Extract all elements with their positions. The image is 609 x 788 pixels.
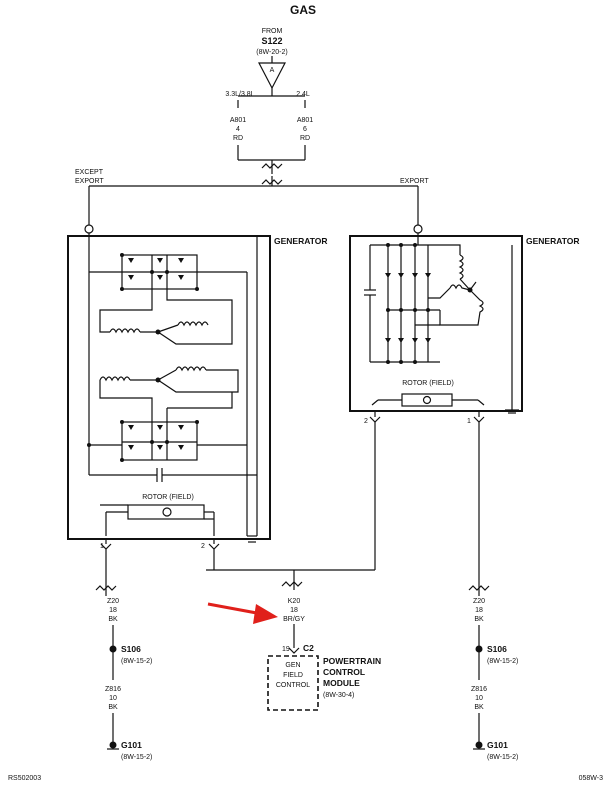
- left-circuit-label: A801: [230, 117, 246, 124]
- pcm-box-line1: GEN: [285, 662, 300, 669]
- field-gauge-label: 18: [290, 607, 298, 614]
- left-gauge-label: 4: [236, 126, 240, 133]
- right-generator-label: GENERATOR: [526, 236, 580, 246]
- connector-a-letter: A: [270, 67, 275, 74]
- except-export-line1: EXCEPT: [75, 169, 104, 176]
- splice-s122-label: S122: [261, 36, 282, 46]
- left-splice-s106: S106: [121, 644, 141, 654]
- right-ground-color2: BK: [474, 704, 484, 711]
- left-ground-circuit2: Z816: [105, 686, 121, 693]
- red-pointer-arrow: [207, 602, 278, 624]
- right-ground-ref: (8W-15-2): [487, 754, 518, 761]
- left-color-label: RD: [233, 135, 243, 142]
- right-ground-gauge2: 10: [475, 695, 483, 702]
- right-ground-gauge: 18: [475, 607, 483, 614]
- left-ground-color2: BK: [108, 704, 118, 711]
- field-color-label: BR/GY: [283, 616, 305, 623]
- export-label: EXPORT: [400, 178, 429, 185]
- right-generator: GENERATOR ROTOR (FIELD): [349, 233, 580, 414]
- right-circuit-label: A801: [297, 117, 313, 124]
- left-ground-circuit: Z20: [107, 598, 119, 605]
- left-ground-g101: G101: [121, 740, 142, 750]
- pcm-name-line1: POWERTRAIN: [323, 656, 381, 666]
- diagram-title: GAS: [290, 3, 316, 17]
- left-ground-color: BK: [108, 616, 118, 623]
- left-ground-gauge2: 10: [109, 695, 117, 702]
- right-ground-color: BK: [474, 616, 484, 623]
- connector-a-symbol: [258, 62, 286, 90]
- pcm-name-line2: CONTROL: [323, 667, 365, 677]
- except-export-line2: EXPORT: [75, 178, 104, 185]
- right-ground-circuit: Z20: [473, 598, 485, 605]
- right-color-label: RD: [300, 135, 310, 142]
- gen-field-control-box: [267, 655, 319, 711]
- right-splice-ref: (8W-15-2): [487, 658, 518, 665]
- right-ground-g101: G101: [487, 740, 508, 750]
- left-generator: GENERATOR: [67, 233, 328, 543]
- left-branch-engine: 3.3L/3.8L: [225, 91, 254, 98]
- pcm-pin-label: 19: [282, 646, 290, 653]
- field-circuit-label: K20: [288, 598, 301, 605]
- from-label: FROM: [262, 28, 283, 35]
- left-splice-ref: (8W-15-2): [121, 658, 152, 665]
- right-rotor-label: ROTOR (FIELD): [402, 380, 454, 387]
- left-generator-label: GENERATOR: [274, 236, 328, 246]
- right-branch-engine: 2.4L: [296, 91, 310, 98]
- right-gauge-label: 6: [303, 126, 307, 133]
- left-gen-pin1: 1: [100, 543, 104, 550]
- footer-left-code: RS502003: [8, 775, 41, 782]
- pcm-box-line3: CONTROL: [276, 682, 310, 689]
- pcm-box-line2: FIELD: [283, 672, 303, 679]
- pcm-ref: (8W-30-4): [323, 692, 354, 699]
- pcm-connector-label: C2: [303, 643, 314, 653]
- right-gen-pin1: 1: [467, 418, 471, 425]
- right-gen-pin2: 2: [364, 418, 368, 425]
- right-splice-s106: S106: [487, 644, 507, 654]
- left-rotor-label: ROTOR (FIELD): [142, 494, 194, 501]
- pcm-name-line3: MODULE: [323, 678, 360, 688]
- left-ground-ref: (8W-15-2): [121, 754, 152, 761]
- footer-right-code: 058W-3: [579, 775, 603, 782]
- right-ground-circuit2: Z816: [471, 686, 487, 693]
- left-gen-pin2: 2: [201, 543, 205, 550]
- left-ground-gauge: 18: [109, 607, 117, 614]
- splice-s122-ref: (8W-20-2): [256, 49, 287, 56]
